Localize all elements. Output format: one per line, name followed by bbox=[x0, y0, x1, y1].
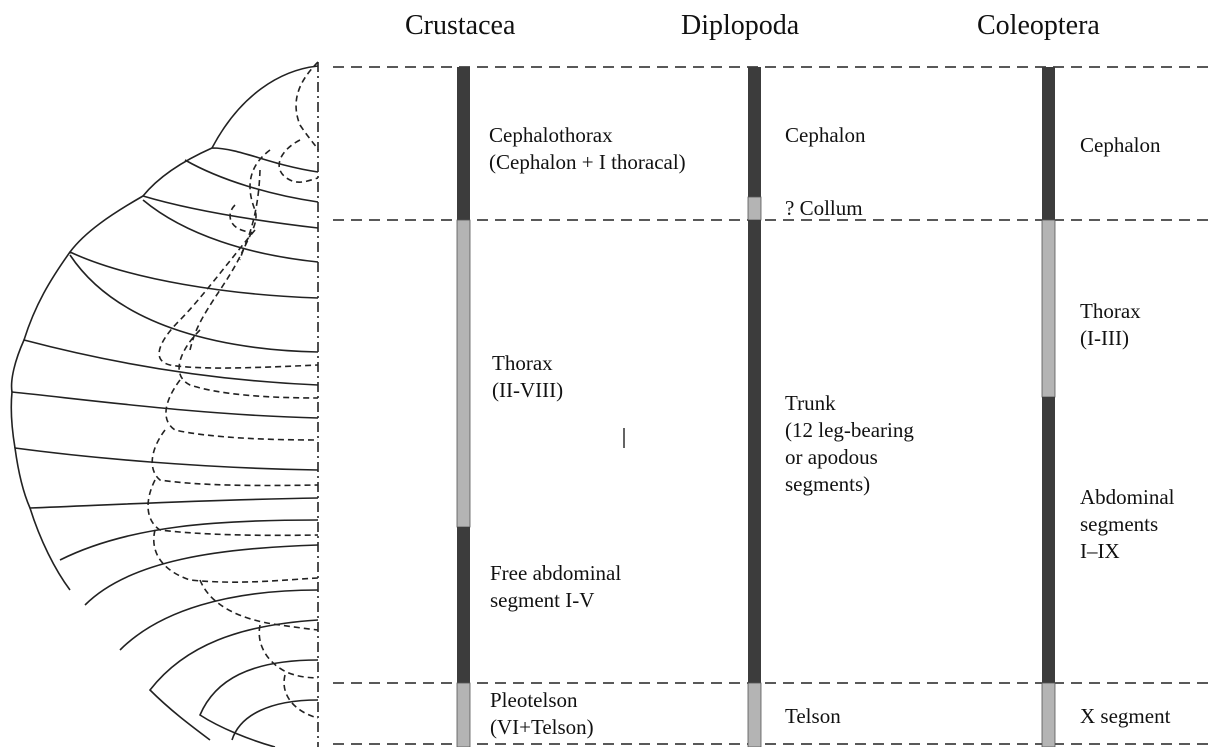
isopod-dashed-3 bbox=[240, 150, 270, 260]
isopod-dashed-9 bbox=[152, 430, 318, 485]
isopod-dashed-2 bbox=[279, 140, 318, 182]
crustacea-abdominal-segment bbox=[457, 527, 470, 683]
crustacea-pleotelson-label: Pleotelson (VI+Telson) bbox=[490, 687, 594, 741]
diplopoda-cephalon-segment bbox=[748, 67, 761, 197]
isopod-dashed-7 bbox=[179, 330, 318, 398]
crustacea-pleotelson-segment bbox=[457, 683, 470, 747]
isopod-dashed-13 bbox=[259, 625, 318, 678]
isopod-plate-11 bbox=[30, 498, 318, 590]
diplopoda-trunk-segment bbox=[748, 220, 761, 683]
diplopoda-cephalon-label: Cephalon bbox=[785, 122, 865, 149]
isopod-dashed-1 bbox=[296, 62, 318, 150]
crustacea-free-abdominal-label: Free abdominal segment I-V bbox=[490, 560, 621, 614]
header-crustacea: Crustacea bbox=[405, 10, 515, 42]
coleoptera-cephalon-segment bbox=[1042, 67, 1055, 220]
isopod-plate-4 bbox=[70, 196, 318, 252]
crustacea-thorax-label: Thorax (II-VIII) bbox=[492, 350, 563, 404]
isopod-plate-16 bbox=[200, 660, 318, 747]
diplopoda-trunk-label: Trunk (12 leg-bearing or apodous segment… bbox=[785, 390, 914, 498]
isopod-dashed-14 bbox=[284, 675, 318, 718]
isopod-dashed-12 bbox=[200, 580, 318, 630]
diplopoda-collum-label: ? Collum bbox=[785, 195, 863, 222]
isopod-plate-5 bbox=[143, 200, 318, 262]
coleoptera-x-segment bbox=[1042, 683, 1055, 747]
isopod-plate-2 bbox=[143, 148, 318, 196]
isopod-plate-17 bbox=[232, 700, 318, 740]
isopod-plate-1 bbox=[212, 66, 318, 148]
crustacea-bar bbox=[457, 67, 470, 747]
crustacea-thorax-segment bbox=[457, 220, 470, 527]
crustacea-cephalothorax-label: Cephalothorax (Cephalon + I thoracal) bbox=[489, 122, 686, 176]
isopod-plate-6 bbox=[24, 252, 318, 340]
isopod-plate-8 bbox=[12, 340, 318, 392]
coleoptera-thorax-label: Thorax (I-III) bbox=[1080, 298, 1141, 352]
header-coleoptera: Coleoptera bbox=[977, 10, 1100, 42]
diplopoda-telson-label: Telson bbox=[785, 703, 841, 730]
isopod-plate-14 bbox=[120, 590, 318, 650]
coleoptera-abdominal-segment bbox=[1042, 397, 1055, 683]
isopod-plate-15 bbox=[150, 620, 318, 740]
coleoptera-x-segment-label: X segment bbox=[1080, 703, 1170, 730]
isopod-dashed-5 bbox=[190, 170, 260, 350]
isopod-plate-12 bbox=[60, 520, 318, 560]
header-diplopoda: Diplopoda bbox=[681, 10, 799, 42]
coleoptera-abdominal-label: Abdominal segments I–IX bbox=[1080, 484, 1175, 565]
diplopoda-telson-segment bbox=[748, 683, 761, 747]
coleoptera-cephalon-label: Cephalon bbox=[1080, 132, 1160, 159]
isopod-plate-13 bbox=[85, 545, 318, 605]
isopod-illustration bbox=[11, 62, 318, 747]
diplopoda-bar bbox=[748, 67, 761, 747]
coleoptera-bar bbox=[1042, 67, 1055, 747]
isopod-dashed-6 bbox=[159, 230, 318, 368]
crustacea-cephalothorax-segment bbox=[457, 67, 470, 220]
coleoptera-thorax-segment bbox=[1042, 220, 1055, 397]
isopod-dashed-11 bbox=[154, 530, 318, 582]
diplopoda-collum-segment bbox=[748, 197, 761, 220]
